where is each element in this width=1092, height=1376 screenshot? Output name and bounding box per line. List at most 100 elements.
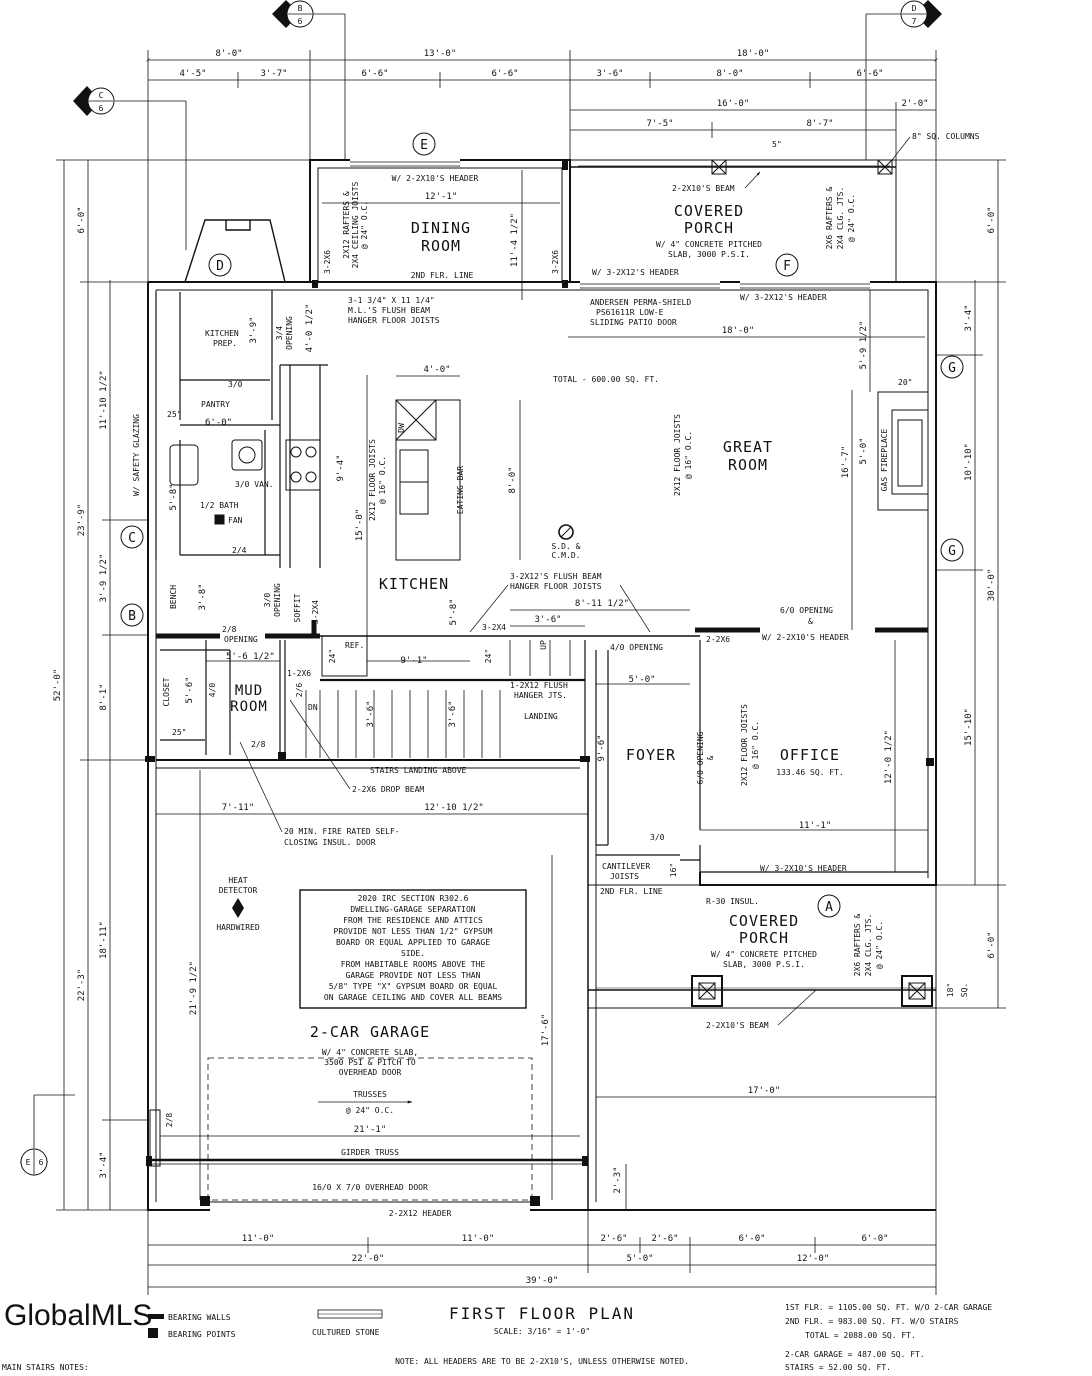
note-text: 2/8 [222,625,237,634]
note-text: W/ 3-2X12'S HEADER [592,268,679,277]
note-text: 17'-0" [748,1086,781,1096]
dim-text: 3'-9 1/2" [99,554,109,603]
note-text: SLIDING PATIO DOOR [590,318,677,327]
section-letter: B [298,4,303,13]
section-number: 6 [99,104,104,113]
window-tag [940,538,964,562]
room-name-foyer: FOYER [626,746,676,764]
area-schedule-line: STAIRS = 52.00 SQ. FT. [785,1363,891,1372]
room-name-dining: ROOM [421,237,461,255]
top-dimension-text: 8'-0" 13'-0" 18'-0" 4'-5" 3'-7" 6'-6" 6'… [179,49,928,129]
dim-text: 11'-10 1/2" [99,370,109,430]
dim-text: 30'-0" [987,569,997,602]
drawing-scale: SCALE: 3/16" = 1'-0" [494,1327,590,1336]
note-text: PANTRY [201,400,230,409]
note-text: 20 MIN. FIRE RATED SELF- [284,827,400,836]
window-tag [120,603,144,627]
note-text: 3/4 [275,326,284,341]
area-schedule-line: 1ST FLR. = 1105.00 SQ. FT. W/O 2-CAR GAR… [785,1303,992,1312]
note-text: HANGER FLOOR JOISTS [348,316,440,325]
note-text: 9'-4" [336,454,346,481]
top-dimension-lines [146,50,938,285]
section-marker-c: C 6 [73,86,187,250]
note-text: W/ 4" CONCRETE SLAB, [322,1048,418,1057]
legend-label: BEARING WALLS [168,1313,231,1322]
note-text: 2X4 CEILING JOISTS [351,181,360,268]
window-tag [817,894,841,918]
note-text: 25" [167,410,181,419]
note-text: 3'-6" [366,700,376,727]
note-text: FROM THE RESIDENCE AND ATTICS [343,916,483,925]
note-text: 2X12 FLOOR JOISTS [368,439,377,521]
title-block: GlobalMLS BEARING WALLS BEARING POINTS C… [2,1299,992,1372]
cooktop [285,439,321,491]
note-text: DETECTOR [219,886,258,895]
note-text: 8'-11 1/2" [575,599,629,609]
room-name-great-room: ROOM [728,456,768,474]
dim-text: 22'-3" [77,969,87,1002]
garage-attic-outline [207,1057,533,1201]
bearing-point [312,280,318,288]
note-text: DWELLING-GARAGE SEPARATION [350,905,475,914]
note-text: STAIRS LANDING ABOVE [370,766,467,775]
dim-text: 8'-0" [716,69,743,79]
note-text: W/ SAFETY GLAZING [132,414,141,496]
vanity-sink-icon [231,439,263,471]
room-name-office: OFFICE [780,746,840,764]
dim-text: 8'-1" [99,683,109,710]
bearing-point [562,280,568,288]
note-text: 6/0 OPENING [696,731,705,784]
right-dimension-lines [896,159,1006,1009]
note-text: 21'-1" [354,1125,387,1135]
note-text: & [706,755,715,760]
bearing-wall-swatch [148,1314,164,1319]
section-number: 7 [912,17,917,26]
note-text: JOISTS [610,872,639,881]
note-text: 1-2X6 [287,669,311,678]
dim-text: 4'-5" [179,69,206,79]
note-text: 2'-3" [613,1166,623,1193]
note-text: OPENING [273,583,282,617]
note-text: @ 16" O.C. [751,721,760,769]
room-name-garage: 2-CAR GARAGE [310,1023,430,1041]
toilet-icon [169,444,199,486]
exterior-walls [147,158,937,1212]
note-text: 25" [172,728,186,737]
stairs [305,640,571,758]
dim-text: 6'-0" [987,206,997,233]
note-text: 3-2X4 [311,600,320,624]
dim-text: 22'-0" [352,1254,385,1264]
note-text: PREP. [213,339,237,348]
logo: GlobalMLS [4,1299,152,1332]
bearing-point [926,758,934,766]
note-text: 20" [898,378,912,387]
fan-icon [214,514,225,525]
dim-text: 18'-11" [99,921,109,959]
left-dimension-lines [56,159,310,1211]
dim-text: 3'-7" [260,69,287,79]
note-text: 3/0 [228,380,243,389]
note-text: 15'-0" [355,509,365,542]
note-text: R-30 INSUL. [706,897,759,906]
note-text: 2X12 FLOOR JOISTS [673,414,682,496]
note-text: 5'-6 1/2" [226,652,275,662]
note-text: & [808,617,813,626]
note-text: 8'-0" [508,466,518,493]
note-text: @ 16" O.C. [378,456,387,504]
note-text: 3-2X6 [551,250,560,274]
window-tag-label: B [128,609,136,624]
section-letter: E [26,1158,31,1167]
code-note-box [299,889,527,1009]
window-tags [120,132,964,918]
note-text: UP [539,640,548,650]
note-text: 5'-0" [628,675,655,685]
note-text: 2/8 [251,740,266,749]
bearing-point-swatch [148,1328,158,1338]
note-text: KITCHEN [205,329,239,338]
note-text: DN [308,703,318,712]
window-tag-label: D [216,259,224,274]
note-text: 2-2X6 [706,635,730,644]
note-text: HARDWIRED [216,923,260,932]
room-name-porch: PORCH [684,219,734,237]
